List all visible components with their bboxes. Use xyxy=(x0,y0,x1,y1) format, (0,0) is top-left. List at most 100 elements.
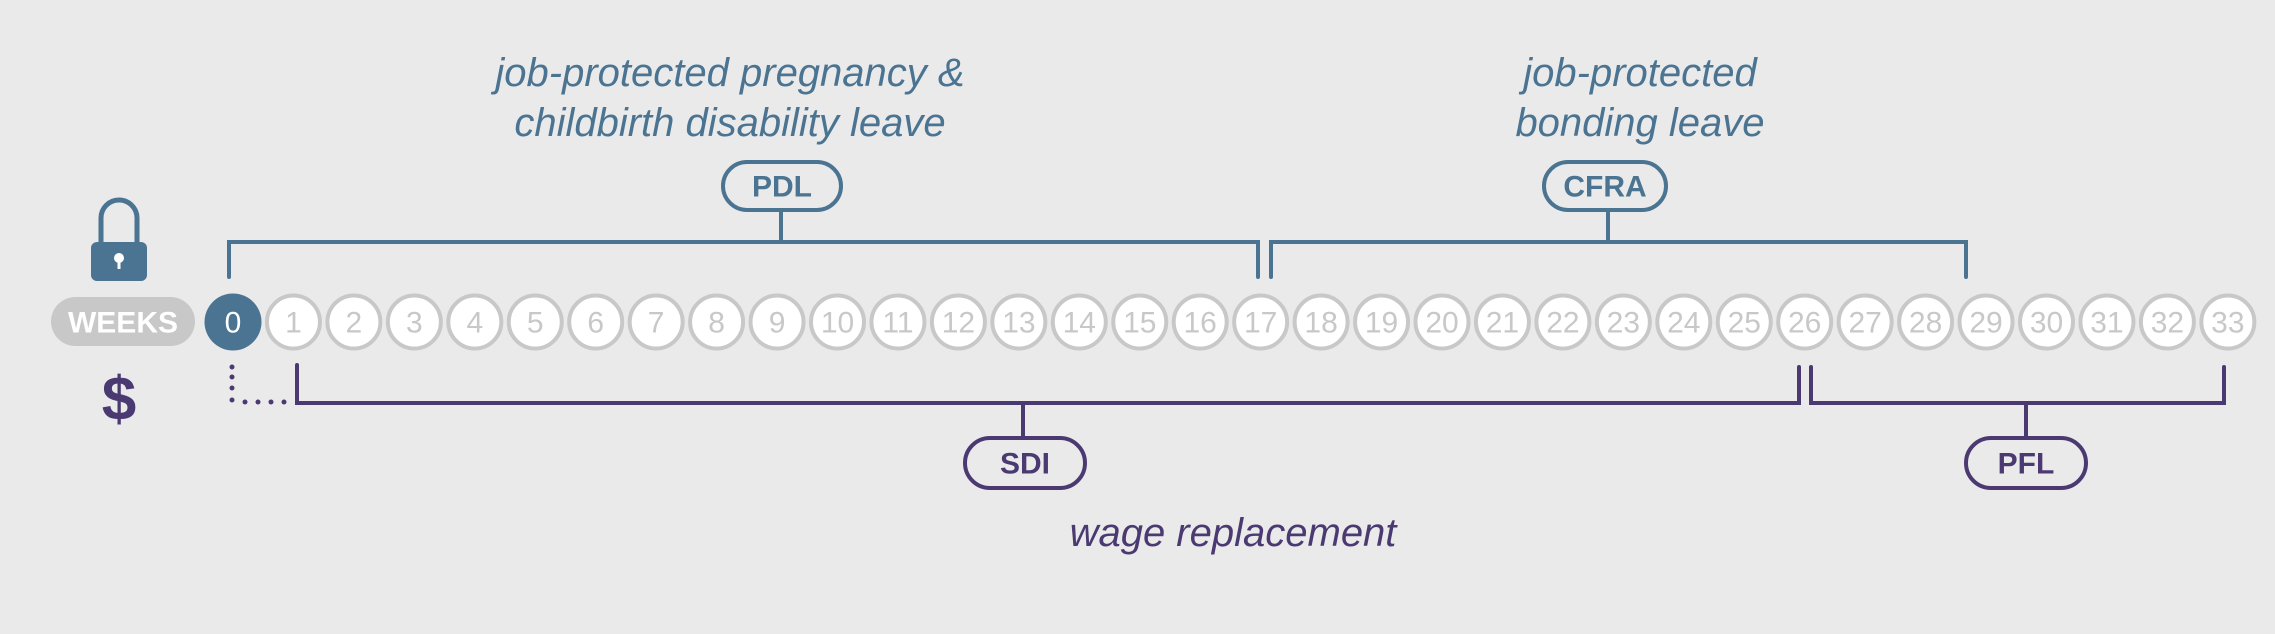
week-15: 15 xyxy=(1111,293,1169,351)
week-number: 9 xyxy=(769,307,786,340)
week-number: 31 xyxy=(2090,307,2123,340)
week-circle xyxy=(1715,293,1773,351)
week-23: 23 xyxy=(1594,293,1652,351)
week-21: 21 xyxy=(1473,293,1531,351)
week-circle xyxy=(1776,293,1834,351)
dollar-icon: $ xyxy=(102,365,136,434)
week-circle xyxy=(1473,293,1531,351)
pfl-bracket xyxy=(1809,365,2226,490)
week-number: 13 xyxy=(1002,307,1035,340)
week-0: 0 xyxy=(204,293,262,351)
week-circle xyxy=(1292,293,1350,351)
week-circle xyxy=(1171,293,1229,351)
sdi-bracket xyxy=(295,363,1801,490)
lock-icon xyxy=(91,197,147,281)
week-circle xyxy=(567,293,625,351)
week-circle xyxy=(809,293,866,351)
week-circle xyxy=(325,293,383,351)
week-circle xyxy=(385,293,443,351)
week-18: 18 xyxy=(1292,293,1350,351)
week-circle xyxy=(204,293,262,351)
week-circle xyxy=(1836,293,1894,351)
week-number: 7 xyxy=(648,307,665,340)
week-31: 31 xyxy=(2078,293,2136,351)
week-number: 33 xyxy=(2211,307,2244,340)
week-7: 7 xyxy=(627,293,685,351)
week-19: 19 xyxy=(1353,293,1411,351)
week-circle xyxy=(264,293,322,351)
week-number: 18 xyxy=(1304,307,1337,340)
sdi-waiting-dotted-line xyxy=(229,364,287,405)
week-circle xyxy=(2078,293,2136,351)
week-number: 27 xyxy=(1848,307,1881,340)
week-number: 24 xyxy=(1667,307,1700,340)
week-20: 20 xyxy=(1413,293,1471,351)
cfra-label: CFRA xyxy=(1563,171,1646,204)
week-24: 24 xyxy=(1655,293,1713,351)
week-circle xyxy=(1050,293,1108,351)
week-circle xyxy=(506,293,564,351)
week-16: 16 xyxy=(1171,293,1229,351)
week-25: 25 xyxy=(1715,293,1773,351)
week-circle xyxy=(1534,293,1592,351)
week-3: 3 xyxy=(385,293,443,351)
week-number: 19 xyxy=(1365,307,1398,340)
sdi-label: SDI xyxy=(1000,448,1050,481)
week-11: 11 xyxy=(869,293,927,351)
week-number: 23 xyxy=(1607,307,1640,340)
week-circle xyxy=(869,293,927,351)
week-circle xyxy=(929,293,987,351)
week-26: 26 xyxy=(1776,293,1834,351)
week-number: 28 xyxy=(1909,307,1942,340)
pdl-bracket xyxy=(227,160,1260,279)
week-5: 5 xyxy=(506,293,564,351)
week-circle xyxy=(627,293,685,351)
week-circle xyxy=(1413,293,1471,351)
week-number: 21 xyxy=(1486,307,1519,340)
week-number: 14 xyxy=(1063,307,1096,340)
week-14: 14 xyxy=(1050,293,1108,351)
week-9: 9 xyxy=(748,293,806,351)
week-circle xyxy=(1353,293,1411,351)
week-circle xyxy=(990,293,1048,351)
week-circle xyxy=(1111,293,1169,351)
week-29: 29 xyxy=(1957,293,2015,351)
cfra-bracket xyxy=(1269,160,1968,279)
week-number: 17 xyxy=(1244,307,1277,340)
week-17: 17 xyxy=(1232,293,1290,351)
week-number: 16 xyxy=(1184,307,1217,340)
cfra-title-line2: bonding leave xyxy=(1515,101,1764,145)
week-number: 32 xyxy=(2151,307,2184,340)
week-10: 10 xyxy=(809,293,866,351)
week-number: 20 xyxy=(1425,307,1458,340)
week-number: 0 xyxy=(225,307,242,340)
week-number: 22 xyxy=(1546,307,1579,340)
week-4: 4 xyxy=(446,293,504,351)
week-circle xyxy=(748,293,806,351)
week-number: 25 xyxy=(1728,307,1761,340)
week-number: 2 xyxy=(346,307,363,340)
week-number: 1 xyxy=(285,307,302,340)
week-2: 2 xyxy=(325,293,383,351)
week-number: 8 xyxy=(708,307,725,340)
pfl-label: PFL xyxy=(1998,448,2055,481)
week-circle xyxy=(446,293,504,351)
week-circle xyxy=(688,293,746,351)
pdl-title-line2: childbirth disability leave xyxy=(514,101,945,145)
week-number: 26 xyxy=(1788,307,1821,340)
week-circle xyxy=(2138,293,2196,351)
week-number: 30 xyxy=(2030,307,2063,340)
week-number: 5 xyxy=(527,307,544,340)
week-number: 6 xyxy=(587,307,604,340)
week-number: 29 xyxy=(1969,307,2002,340)
week-32: 32 xyxy=(2138,293,2196,351)
week-33: 33 xyxy=(2199,293,2257,351)
week-number: 3 xyxy=(406,307,423,340)
week-30: 30 xyxy=(2018,293,2075,351)
wage-replacement-title: wage replacement xyxy=(1070,511,1399,555)
week-13: 13 xyxy=(990,293,1048,351)
week-circle xyxy=(1655,293,1713,351)
week-8: 8 xyxy=(688,293,746,351)
weeks-label-pill: WEEKS xyxy=(51,297,195,346)
